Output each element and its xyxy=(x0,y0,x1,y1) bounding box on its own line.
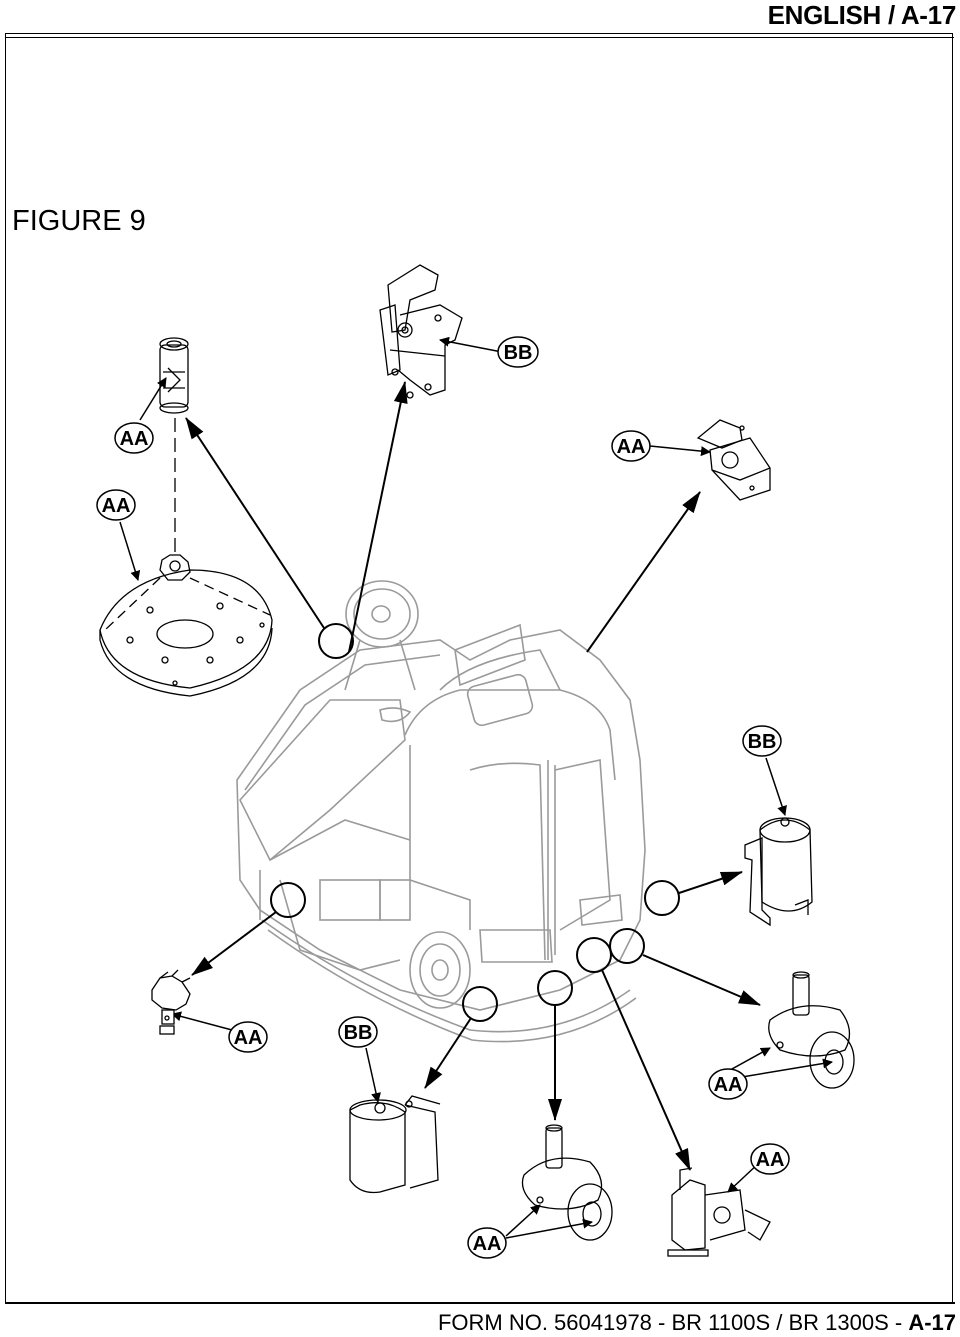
clamp-latch-part xyxy=(667,1167,771,1257)
label-leaders xyxy=(119,336,833,1239)
callout-labels: BB AA AA AA BB AA BB AA xyxy=(96,336,790,1259)
lever-bracket-part xyxy=(379,264,463,399)
callout-bb-roller: BB xyxy=(338,1016,378,1048)
page-footer: FORM NO. 56041978 - BR 1100S / BR 1300S … xyxy=(438,1310,956,1336)
callout-label: AA xyxy=(234,1027,263,1049)
callout-label: BB xyxy=(748,731,777,753)
callout-aa-knob: AA xyxy=(228,1021,268,1053)
callout-aa-latch: AA xyxy=(611,430,651,462)
callout-label: AA xyxy=(102,495,131,517)
callout-aa-plate: AA xyxy=(96,489,136,521)
caster-wheel-right-part xyxy=(768,971,855,1089)
callout-label: BB xyxy=(344,1022,373,1044)
sprocket-plate-part xyxy=(99,418,273,697)
footer-rule xyxy=(5,1302,955,1304)
latch-bracket-part xyxy=(696,419,771,501)
callout-label: AA xyxy=(617,436,646,458)
u-joint-part xyxy=(159,337,189,414)
callout-label: AA xyxy=(714,1074,743,1096)
bumper-roller-right-part xyxy=(744,817,813,927)
frame-rule xyxy=(5,37,954,38)
callout-aa-caster-center: AA xyxy=(467,1227,507,1259)
callout-label: AA xyxy=(120,428,149,450)
footer-form-text: FORM NO. 56041978 - BR 1100S / BR 1300S … xyxy=(437,1310,909,1335)
footer-page-number: A-17 xyxy=(908,1310,956,1335)
bumper-roller-left-part xyxy=(349,1095,441,1194)
callout-label: AA xyxy=(756,1149,785,1171)
callout-aa-ujoint: AA xyxy=(114,422,154,454)
callout-aa-caster-right: AA xyxy=(708,1068,748,1100)
leader-arrows xyxy=(185,381,761,1171)
caster-wheel-center-part xyxy=(521,1124,613,1241)
figure-title: FIGURE 9 xyxy=(12,205,146,237)
page-frame xyxy=(5,33,953,1304)
callout-label: BB xyxy=(504,342,533,364)
scrubber-machine xyxy=(236,580,646,1043)
callout-aa-clamp: AA xyxy=(750,1143,790,1175)
callout-bb-top: BB xyxy=(497,336,539,368)
page-header: ENGLISH / A-17 xyxy=(767,0,957,30)
knob-part xyxy=(151,969,191,1035)
callout-bb-right: BB xyxy=(742,725,782,757)
location-circles xyxy=(270,623,680,1022)
callout-label: AA xyxy=(473,1233,502,1255)
